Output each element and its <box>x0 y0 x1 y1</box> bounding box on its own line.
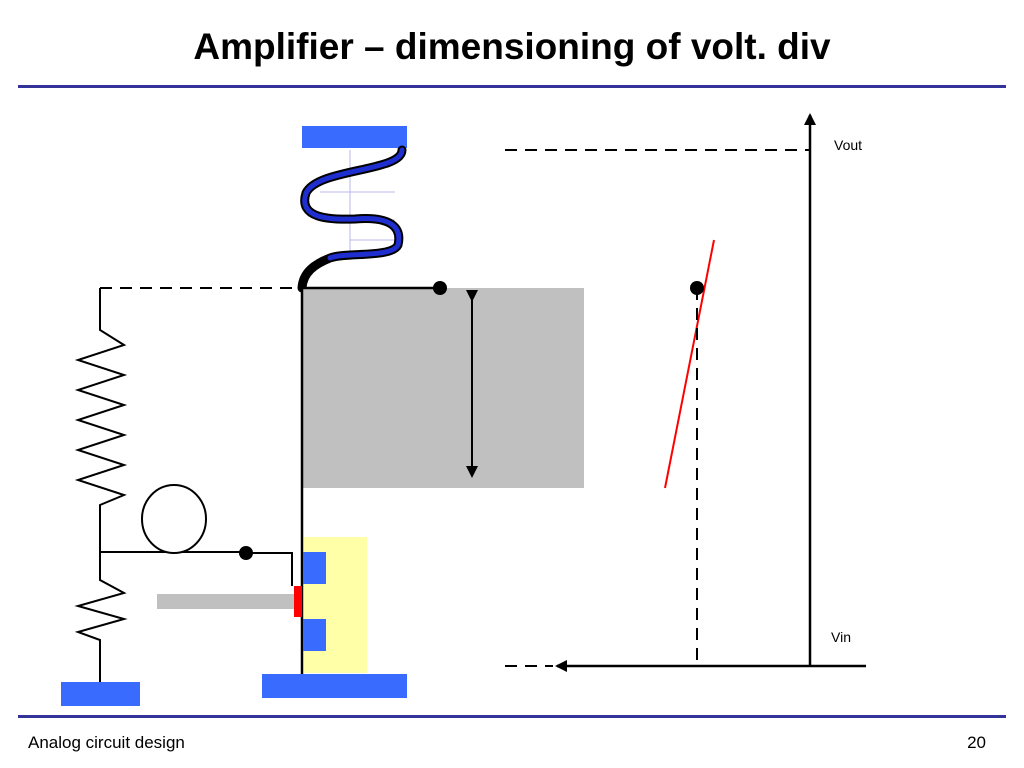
output-swing-region <box>302 288 584 488</box>
circuit <box>61 126 584 706</box>
transfer-curve <box>664 239 715 489</box>
output-node-dot <box>433 281 447 295</box>
operating-point-dot <box>690 281 704 295</box>
transistor-drain-block <box>303 552 326 584</box>
gate-red-marker <box>294 586 302 617</box>
slide-title: Amplifier – dimensioning of volt. div <box>193 26 831 67</box>
title-divider <box>18 85 1006 88</box>
x-axis-label: Vin <box>831 629 851 645</box>
ground-plate-bottom <box>262 674 407 698</box>
transfer-graph: Vout Vin <box>505 113 866 672</box>
page-number: 20 <box>967 733 986 752</box>
spring-element <box>297 145 407 293</box>
top-supply-plate <box>302 126 407 148</box>
loop-element <box>141 484 207 554</box>
footer-course-name: Analog circuit design <box>28 733 185 752</box>
footer-divider <box>18 715 1006 718</box>
y-axis-label: Vout <box>834 137 862 153</box>
gate-connection-wire <box>246 552 293 586</box>
resistor-upper <box>74 288 128 552</box>
transistor-source-block <box>303 619 326 651</box>
resistor-lower <box>74 552 128 682</box>
ground-plate-left <box>61 682 140 706</box>
spring-coil-fill <box>302 147 405 261</box>
gate-electrode-bar <box>157 594 295 609</box>
